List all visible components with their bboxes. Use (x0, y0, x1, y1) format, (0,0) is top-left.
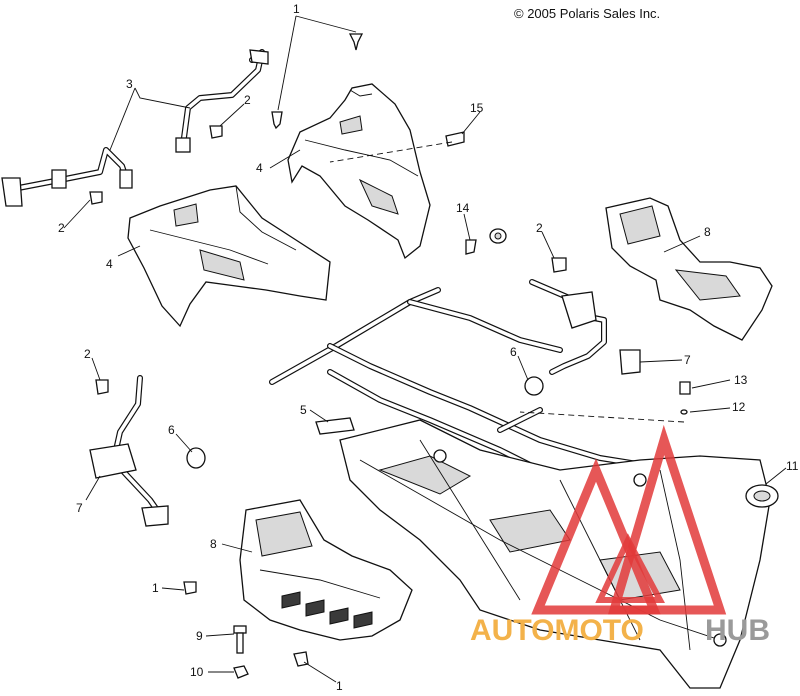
callout-2-top: 2 (244, 93, 251, 107)
plate-part-15 (445, 131, 465, 147)
callout-14: 14 (456, 201, 470, 215)
label-plate-part-5 (315, 417, 355, 435)
callout-2-mid: 2 (536, 221, 543, 235)
callout-1-top: 1 (293, 2, 300, 16)
callout-3: 3 (126, 77, 133, 91)
watermark-text-automoto: AUTOMOTO (470, 614, 644, 647)
callout-1-bottom: 1 (336, 679, 343, 691)
upper-fender (287, 83, 431, 260)
callout-4-upper: 4 (256, 161, 263, 175)
copyright-notice: © 2005 Polaris Sales Inc. (514, 6, 661, 21)
callout-5: 5 (300, 403, 307, 417)
bushing-right (524, 376, 544, 396)
right-footwell (605, 197, 773, 341)
leader-lines (63, 15, 787, 683)
watermark-triangle-inner (595, 533, 665, 603)
rear-bracket-assembly (1, 49, 269, 207)
main-frame (269, 287, 779, 689)
left-footrest-bracket (89, 375, 169, 527)
fastener-clips (89, 33, 691, 679)
watermark-text-hub: HUB (705, 614, 770, 647)
callout-13: 13 (734, 373, 748, 387)
callout-2-left: 2 (58, 221, 65, 235)
callout-numbers: 1 3 2 4 15 2 4 14 2 8 6 7 13 12 5 2 6 11… (58, 2, 799, 693)
callout-12: 12 (732, 400, 746, 414)
callout-7-left: 7 (76, 501, 83, 515)
left-footwell (239, 499, 413, 641)
callout-6-left: 6 (168, 423, 175, 437)
callout-4-left: 4 (106, 257, 113, 271)
callout-7-right: 7 (684, 353, 691, 367)
callout-1-left: 1 (152, 581, 159, 595)
callout-8-right: 8 (704, 225, 711, 239)
callout-11: 11 (786, 459, 799, 473)
bushing-left (186, 447, 206, 469)
callout-9: 9 (196, 629, 203, 643)
callout-10: 10 (190, 665, 204, 679)
callout-6-right: 6 (510, 345, 517, 359)
callout-8-left: 8 (210, 537, 217, 551)
watermark-logo: AUTOMOTO HUB (470, 424, 770, 647)
watermark-triangle-right (607, 424, 727, 615)
callout-15: 15 (470, 101, 484, 115)
callout-2-lower: 2 (84, 347, 91, 361)
right-footrest-bracket (529, 279, 641, 375)
left-fender (127, 185, 331, 328)
